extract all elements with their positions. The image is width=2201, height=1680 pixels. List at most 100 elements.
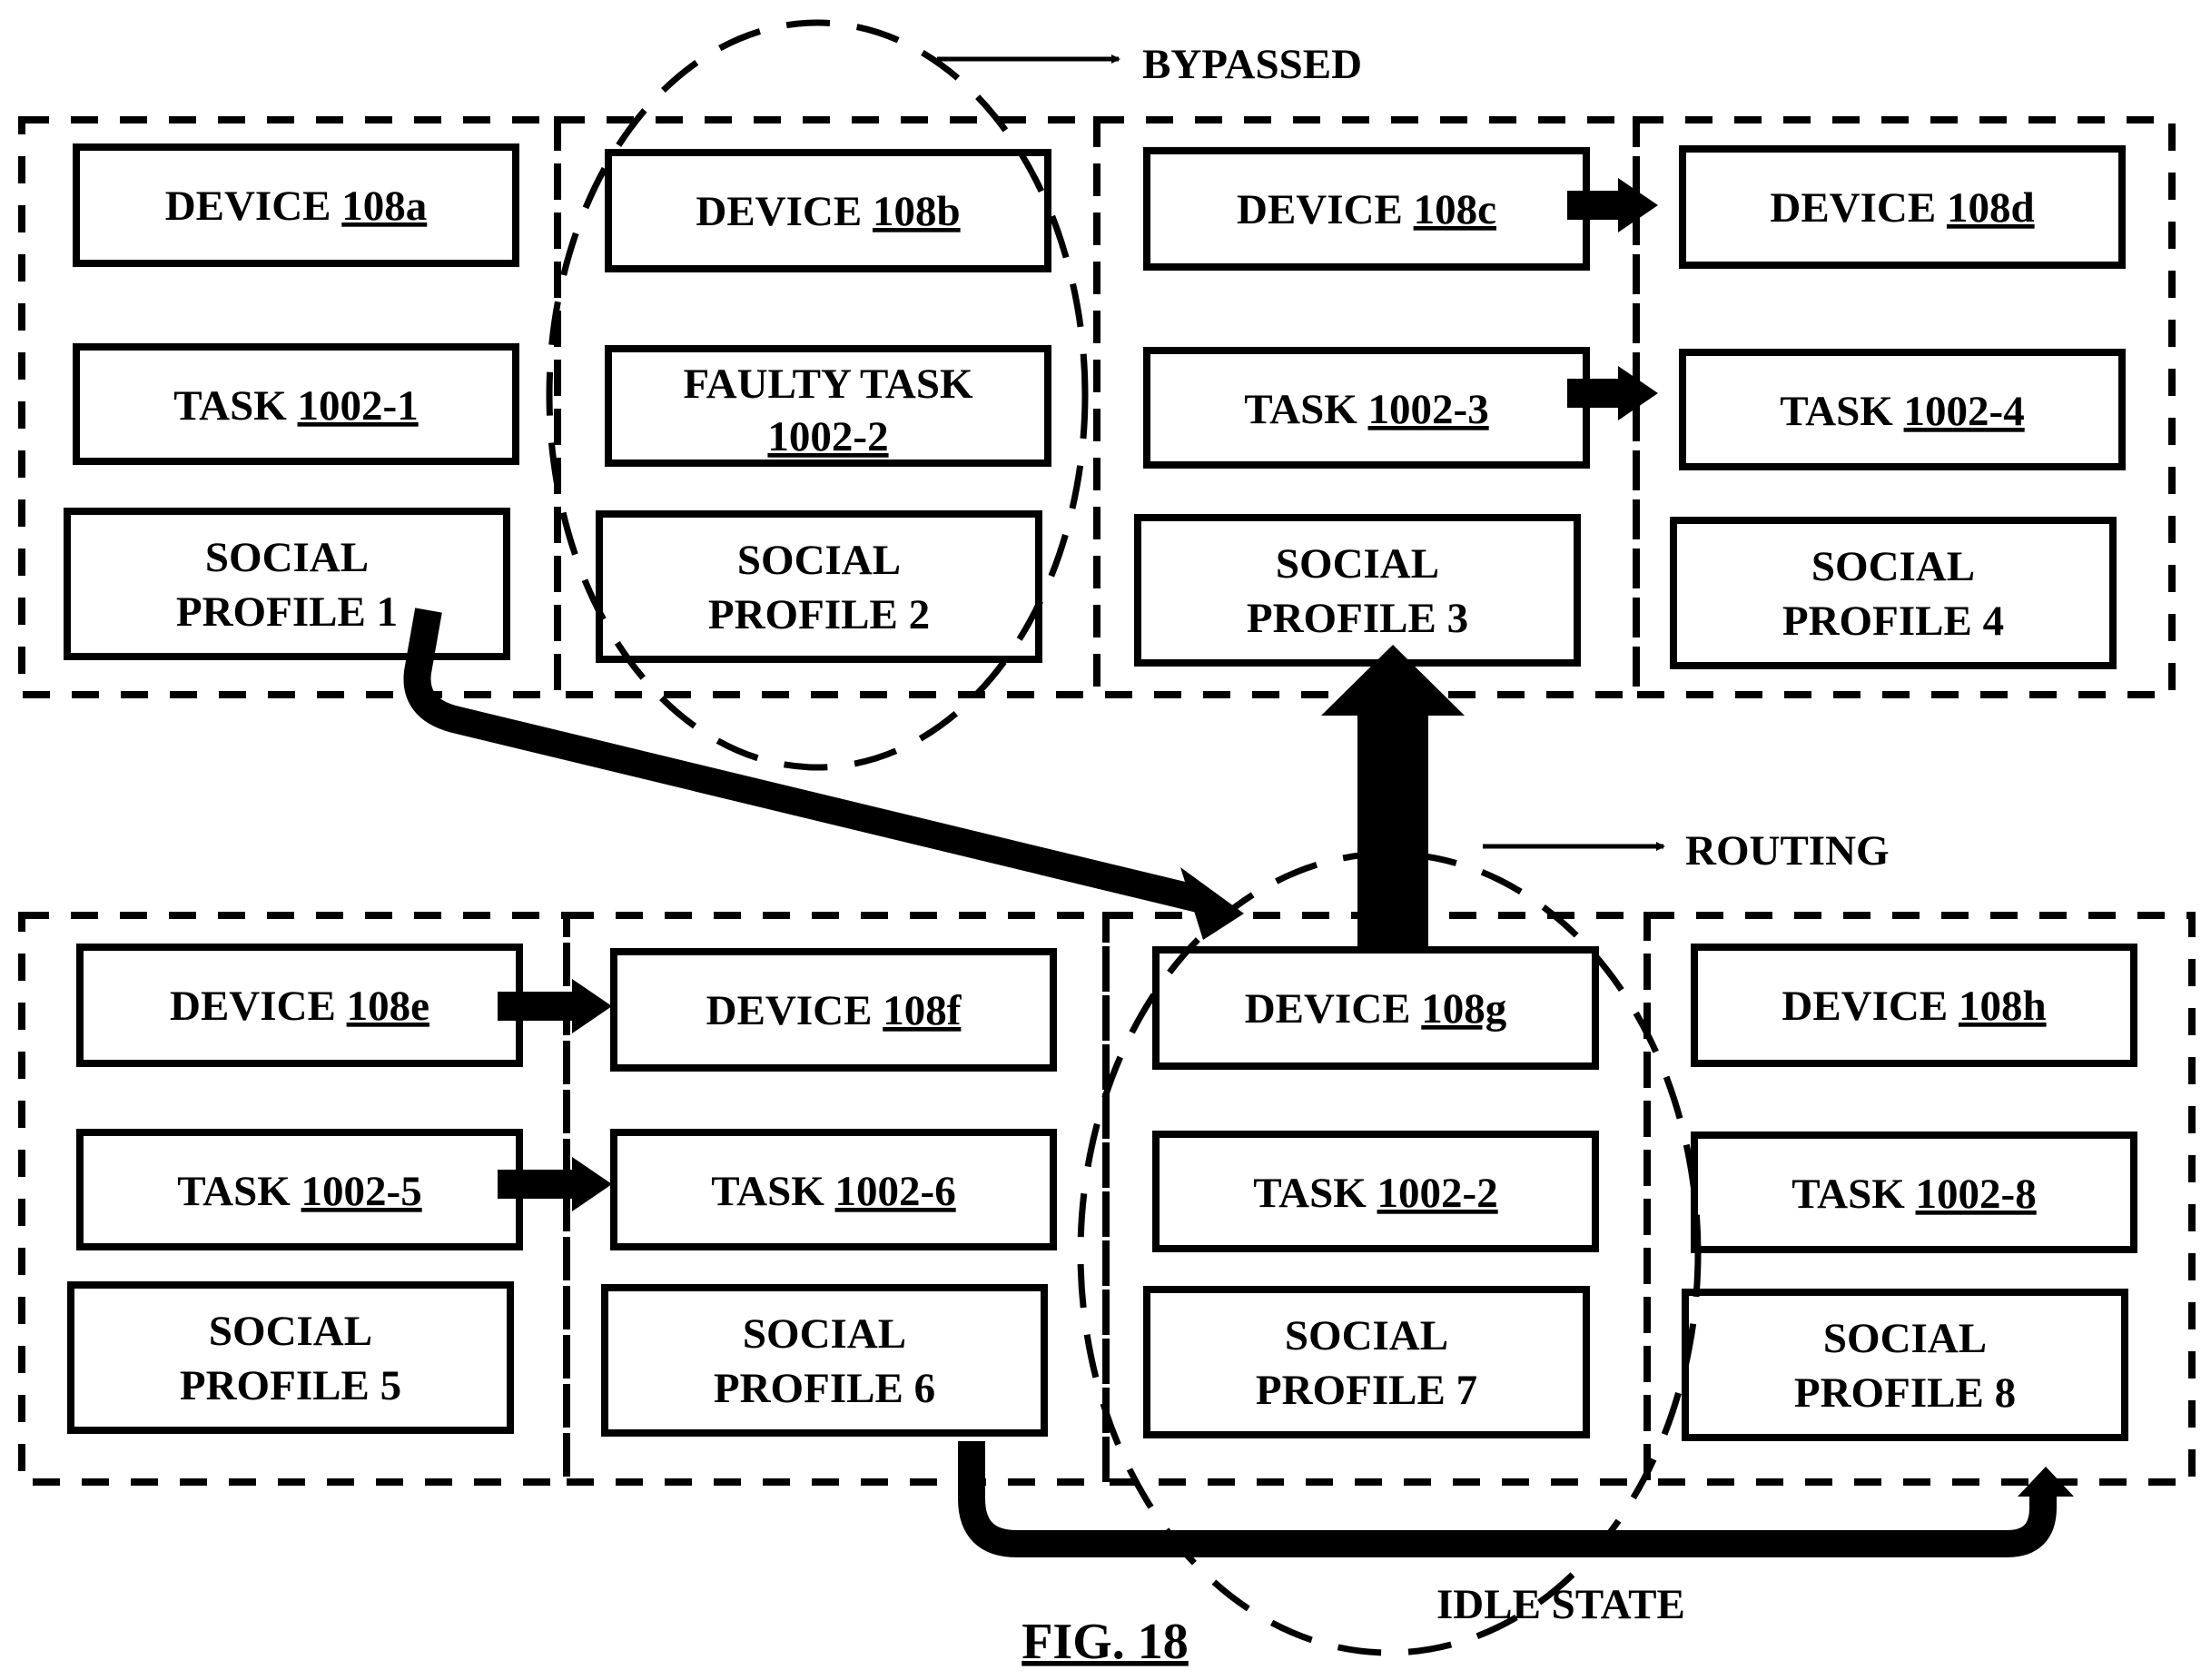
profile-line-1: SOCIAL: [209, 1308, 372, 1355]
profile-line-1: SOCIAL: [737, 537, 901, 584]
group-container-1: [18, 116, 561, 698]
profile-line-2: PROFILE 1: [176, 588, 398, 636]
group-container-2: [554, 116, 1100, 698]
device-prefix: DEVICE: [696, 188, 873, 235]
routing-label: ROUTING: [1685, 827, 1890, 875]
task-ref: 1002-5: [301, 1168, 422, 1215]
device-label: DEVICE 108h: [1782, 983, 2046, 1030]
profile-line-1: SOCIAL: [1276, 540, 1439, 588]
device-prefix: DEVICE: [165, 183, 342, 230]
profile-line-2: PROFILE 2: [708, 591, 930, 638]
device-ref: 108e: [347, 983, 429, 1030]
device-box-108d: [1679, 145, 2126, 269]
task-prefix: TASK: [1780, 388, 1903, 435]
profile-line-2: PROFILE 5: [180, 1362, 401, 1409]
task-label: TASK 1002-3: [1244, 386, 1488, 433]
profile-line-1: SOCIAL: [1811, 543, 1975, 590]
task-label: TASK 1002-6: [711, 1168, 955, 1215]
task-ref: 1002-6: [835, 1168, 956, 1215]
bypassed-label: BYPASSED: [1142, 41, 1362, 88]
task-ref: 1002-8: [1916, 1171, 2037, 1218]
profile-line-1: SOCIAL: [1823, 1315, 1987, 1362]
task-label: TASK 1002-2: [1253, 1170, 1497, 1217]
profile-line-1: SOCIAL: [205, 534, 369, 581]
task-prefix: TASK: [711, 1168, 834, 1215]
device-prefix: DEVICE: [170, 983, 347, 1030]
device-ref: 108c: [1414, 186, 1496, 233]
device-box-108a: [73, 143, 519, 267]
routing-oval: [1077, 850, 1702, 1656]
task-prefix: TASK: [1244, 386, 1367, 433]
task-ref: 1002-2: [767, 413, 888, 460]
figure-caption: FIG. 18: [1022, 1614, 1189, 1670]
arrow-device-108e-to-108f: [498, 979, 612, 1033]
group-container-5: [18, 912, 570, 1486]
group-container-8: [1643, 912, 2196, 1486]
device-box-108c: [1143, 147, 1590, 271]
social-profile-box-6: [601, 1284, 1048, 1437]
task-box-8: [1691, 1132, 2137, 1253]
arrow-task-1002-3-to-1002-4: [1567, 366, 1658, 420]
device-box-108h: [1691, 944, 2137, 1067]
device-prefix: DEVICE: [706, 987, 883, 1034]
task-ref: 1002-4: [1904, 388, 2025, 435]
idle-state-arrow-head: [2018, 1467, 2074, 1497]
task-prefix: TASK: [1253, 1170, 1377, 1217]
social-profile-box-2: [596, 510, 1042, 663]
task-box-5: [76, 1129, 523, 1250]
task-ref: 1002-2: [1377, 1170, 1498, 1217]
social-profile-box-3: [1134, 514, 1581, 667]
task-label: TASK 1002-5: [177, 1168, 421, 1215]
device-box-108g: [1152, 946, 1599, 1070]
device-box-108f: [610, 948, 1057, 1072]
profile-line-1: SOCIAL: [743, 1310, 906, 1358]
device-ref: 108f: [883, 987, 962, 1034]
device-ref: 108a: [341, 183, 427, 230]
bypassed-oval: [546, 19, 1089, 771]
social-profile-box-4: [1670, 517, 2117, 669]
task-box-2: [605, 345, 1051, 467]
device-label: DEVICE 108e: [170, 983, 429, 1030]
device-label: DEVICE 108g: [1245, 985, 1507, 1033]
task-label: TASK 1002-8: [1791, 1171, 2036, 1218]
task-prefix: TASK: [177, 1168, 301, 1215]
device-prefix: DEVICE: [1237, 186, 1414, 233]
device-label: DEVICE 108a: [165, 183, 428, 230]
device-label: DEVICE 108f: [706, 987, 962, 1034]
routing-arrow: [1321, 645, 1465, 952]
idle-state-label: IDLE STATE: [1436, 1581, 1685, 1628]
social-profile-box-8: [1682, 1289, 2128, 1441]
arrow-task-1002-5-to-1002-6: [498, 1157, 612, 1211]
device-box-108e: [76, 944, 523, 1067]
task-label: TASK 1002-4: [1780, 388, 2024, 435]
profile-line-2: PROFILE 4: [1782, 598, 2004, 645]
reassign-arrow-head: [1180, 867, 1244, 940]
idle-state-arrow: [958, 1441, 2057, 1557]
task-label: TASK 1002-1: [173, 382, 418, 430]
social-profile-box-7: [1143, 1286, 1590, 1438]
profile-line-2: PROFILE 3: [1247, 595, 1468, 642]
task-box-6: [610, 1129, 1057, 1250]
device-ref: 108g: [1421, 985, 1507, 1033]
device-ref: 108d: [1947, 184, 2035, 232]
device-prefix: DEVICE: [1770, 184, 1947, 232]
task-prefix: TASK: [1791, 1171, 1915, 1218]
device-label: DEVICE 108d: [1770, 184, 2034, 232]
task-box-7: [1152, 1131, 1599, 1252]
social-profile-box-5: [67, 1281, 514, 1434]
task-ref: 1002-1: [298, 382, 419, 430]
device-box-108b: [605, 149, 1051, 272]
profile-line-1: SOCIAL: [1285, 1312, 1448, 1359]
arrow-device-108c-to-108d: [1567, 178, 1658, 232]
device-label: DEVICE 108c: [1237, 186, 1496, 233]
profile-line-2: PROFILE 7: [1256, 1367, 1477, 1414]
device-prefix: DEVICE: [1782, 983, 1959, 1030]
task-ref: 1002-3: [1368, 386, 1489, 433]
device-label: DEVICE 108b: [696, 188, 960, 235]
transfer-arrows: [498, 178, 1658, 1211]
task-box-1: [73, 343, 519, 465]
profile-line-2: PROFILE 8: [1794, 1369, 2016, 1417]
device-ref: 108h: [1959, 983, 2047, 1030]
